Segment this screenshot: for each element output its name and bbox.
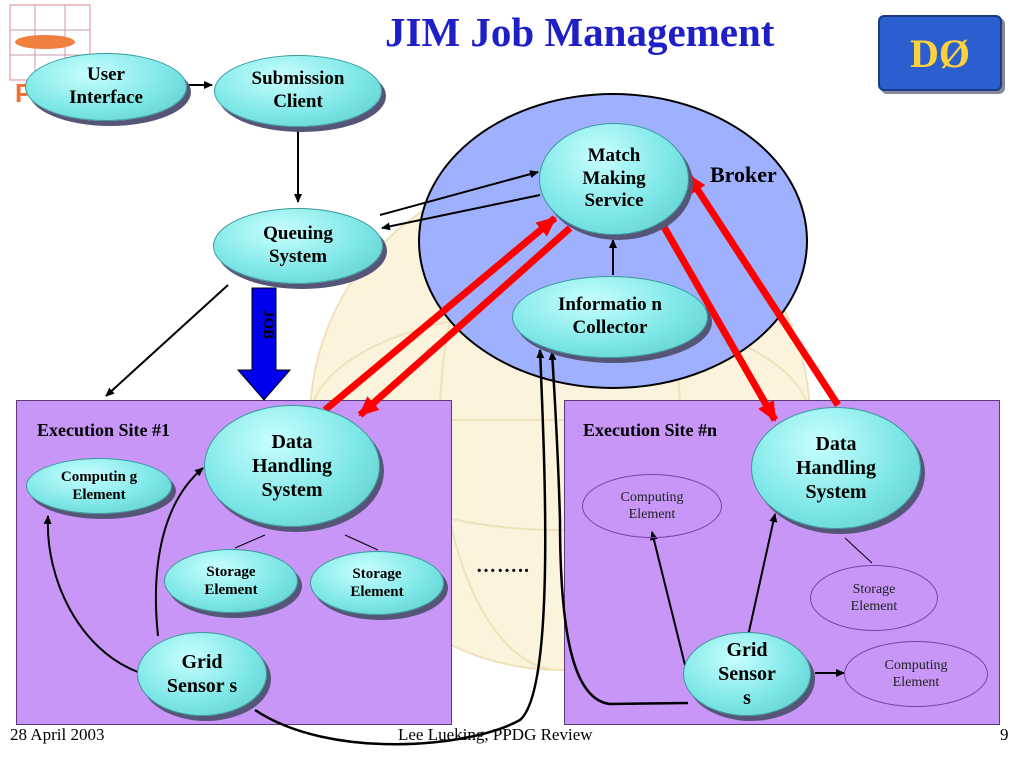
match-making-service-node[interactable]: Match Making Service — [539, 123, 689, 235]
ppdg-logo-icon: P — [9, 4, 91, 108]
broker-label: Broker — [710, 162, 777, 187]
arrow-match-to-queuing — [381, 194, 541, 231]
footer-date: 28 April 2003 — [10, 725, 105, 744]
site1-storage-element-a-node[interactable]: Storage Element — [164, 549, 298, 613]
submission-client-node[interactable]: Submission Client — [214, 55, 382, 127]
red-arrow-dh1-to-match — [322, 215, 558, 413]
user-interface-node[interactable]: User Interface — [25, 53, 187, 121]
queuing-system-node[interactable]: Queuing System — [213, 208, 383, 284]
red-arrow-match-to-dhn — [656, 218, 779, 422]
job-label: JOB — [260, 310, 276, 340]
red-arrow-dhn-to-match — [685, 173, 841, 407]
siten-computing-element-a-node[interactable]: Computing Element — [582, 474, 722, 538]
red-arrow-match-to-dh1 — [357, 225, 573, 418]
job-arrow — [236, 287, 292, 401]
footer-author: Lee Lueking, PPDG Review — [398, 725, 593, 744]
arrow-gridn-to-computing-a — [650, 531, 686, 666]
site1-computing-element-node[interactable]: Computin g Element — [26, 458, 172, 514]
footer-page-number: 9 — [1000, 725, 1009, 744]
line-dh1-to-storage-a — [234, 534, 266, 549]
siten-storage-element-node[interactable]: Storage Element — [810, 565, 938, 631]
siten-data-handling-system-node[interactable]: Data Handling System — [751, 407, 921, 529]
arrow-grid1-to-dh1 — [154, 467, 204, 637]
d0-logo: DØ — [878, 15, 1002, 91]
arrow-queuing-to-site1 — [105, 284, 229, 397]
execution-site-n-label: Execution Site #n — [583, 420, 718, 440]
site1-data-handling-system-node[interactable]: Data Handling System — [204, 405, 380, 527]
siten-computing-element-b-node[interactable]: Computing Element — [844, 641, 988, 707]
site1-storage-element-b-node[interactable]: Storage Element — [310, 551, 444, 615]
siten-grid-sensors-node[interactable]: Grid Sensor s — [683, 632, 811, 716]
arrow-gridn-to-info — [548, 351, 689, 706]
line-dh1-to-storage-b — [344, 534, 379, 551]
d0-logo-text: DØ — [910, 30, 970, 76]
information-collector-node[interactable]: Informatio n Collector — [512, 276, 708, 358]
execution-site-1-label: Execution Site #1 — [37, 420, 170, 440]
site1-grid-sensors-node[interactable]: Grid Sensor s — [137, 632, 267, 716]
arrow-grid1-to-computing — [43, 515, 139, 673]
arrow-queuing-to-match — [379, 170, 539, 216]
more-sites-ellipsis: …….. — [476, 555, 530, 577]
line-dhn-to-storage — [844, 537, 873, 564]
arrow-grid1-to-info — [254, 349, 547, 746]
slide-title: JIM Job Management — [385, 9, 775, 55]
arrow-gridn-to-dhn — [747, 513, 778, 637]
